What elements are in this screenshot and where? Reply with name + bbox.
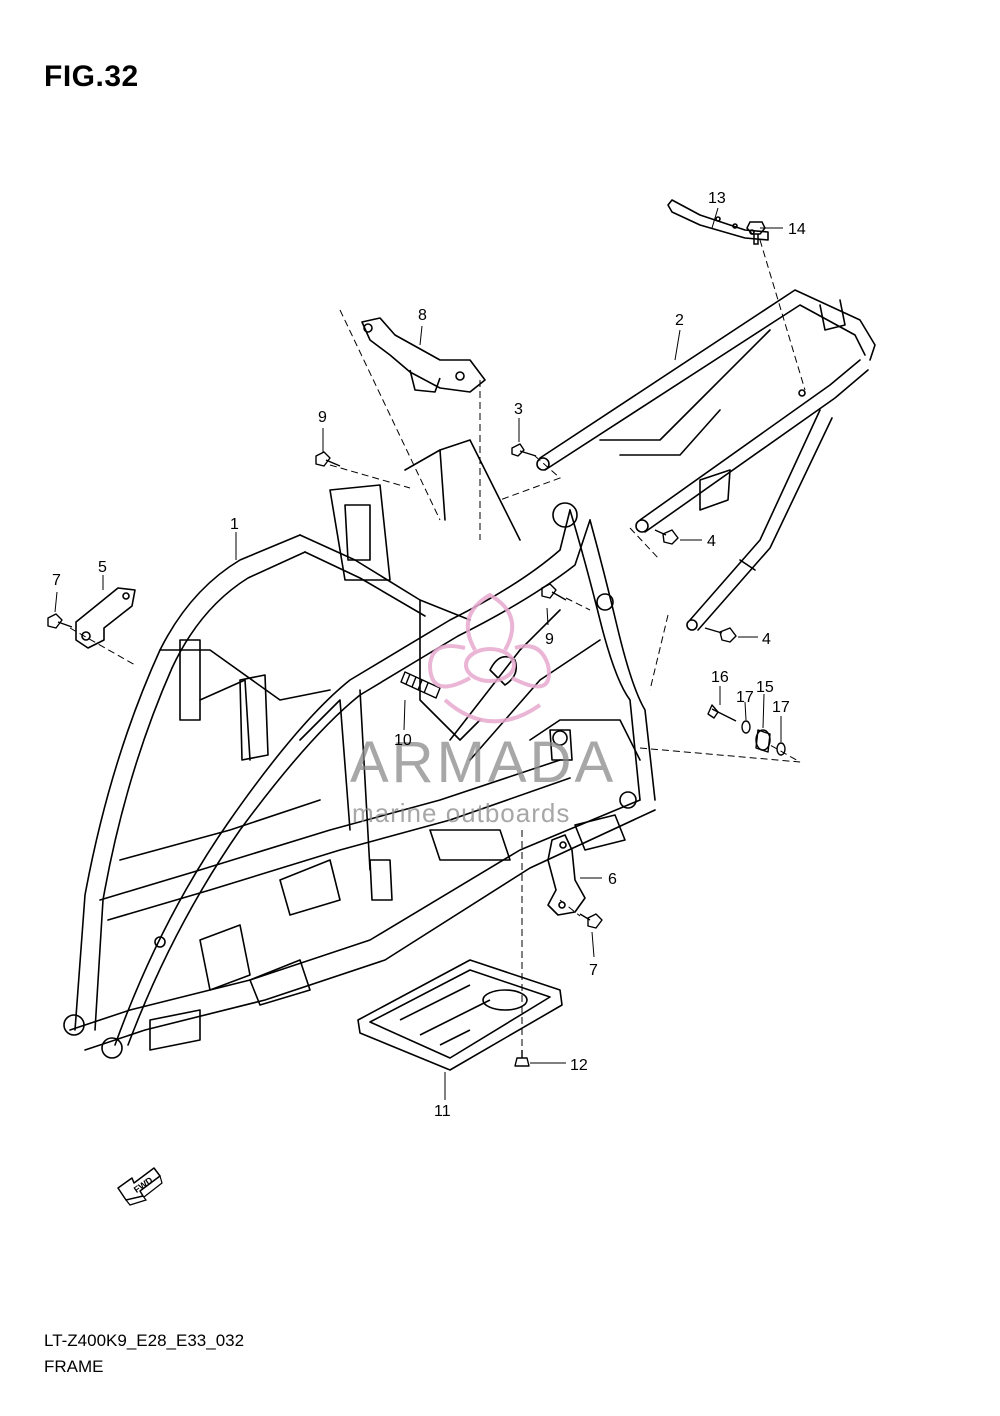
upper-bracket-8	[361, 317, 486, 393]
callout-16: 16	[711, 669, 729, 686]
callout-9-upper: 9	[318, 409, 327, 426]
skid-plate-11	[357, 959, 563, 1071]
callout-3: 3	[514, 401, 523, 418]
callout-7-left: 7	[52, 572, 61, 589]
model-code: LT-Z400K9_E28_E33_032	[44, 1331, 245, 1350]
nut-14	[746, 221, 766, 245]
watermark-tagline: marine outboards	[352, 798, 570, 828]
leader-lines	[54, 207, 806, 1100]
watermark-logo	[427, 592, 551, 724]
section-name: FRAME	[44, 1357, 104, 1376]
watermark: ARMADA marine outboards	[350, 592, 616, 828]
callouts: 1 2 3 4 4 5 6 7 7 8 9 9 10 11 12 13 14 1…	[52, 190, 806, 1120]
callout-4-lower: 4	[762, 631, 771, 648]
fwd-arrow-icon: FWD	[117, 1167, 163, 1206]
bracket-6	[547, 834, 586, 916]
callout-6: 6	[608, 871, 617, 888]
callout-15: 15	[756, 679, 774, 696]
callout-17-right: 17	[772, 699, 790, 716]
callout-4-upper: 4	[707, 533, 716, 550]
callout-9-lower: 9	[545, 631, 554, 648]
callout-2: 2	[675, 312, 684, 329]
fasteners	[47, 443, 786, 1067]
callout-5: 5	[98, 559, 107, 576]
callout-17-left: 17	[736, 689, 754, 706]
bracket-5	[75, 587, 136, 649]
figure-title: FIG.32	[44, 60, 139, 93]
callout-7-lower: 7	[589, 962, 598, 979]
callout-10: 10	[394, 732, 412, 749]
watermark-brand: ARMADA	[350, 730, 616, 795]
main-frame	[63, 439, 656, 1059]
callout-1: 1	[230, 516, 239, 533]
callout-8: 8	[418, 307, 427, 324]
callout-11: 11	[434, 1103, 451, 1120]
callout-12: 12	[570, 1057, 588, 1074]
rear-subframe	[536, 289, 876, 631]
callout-14: 14	[788, 221, 806, 238]
callout-13: 13	[708, 190, 726, 207]
